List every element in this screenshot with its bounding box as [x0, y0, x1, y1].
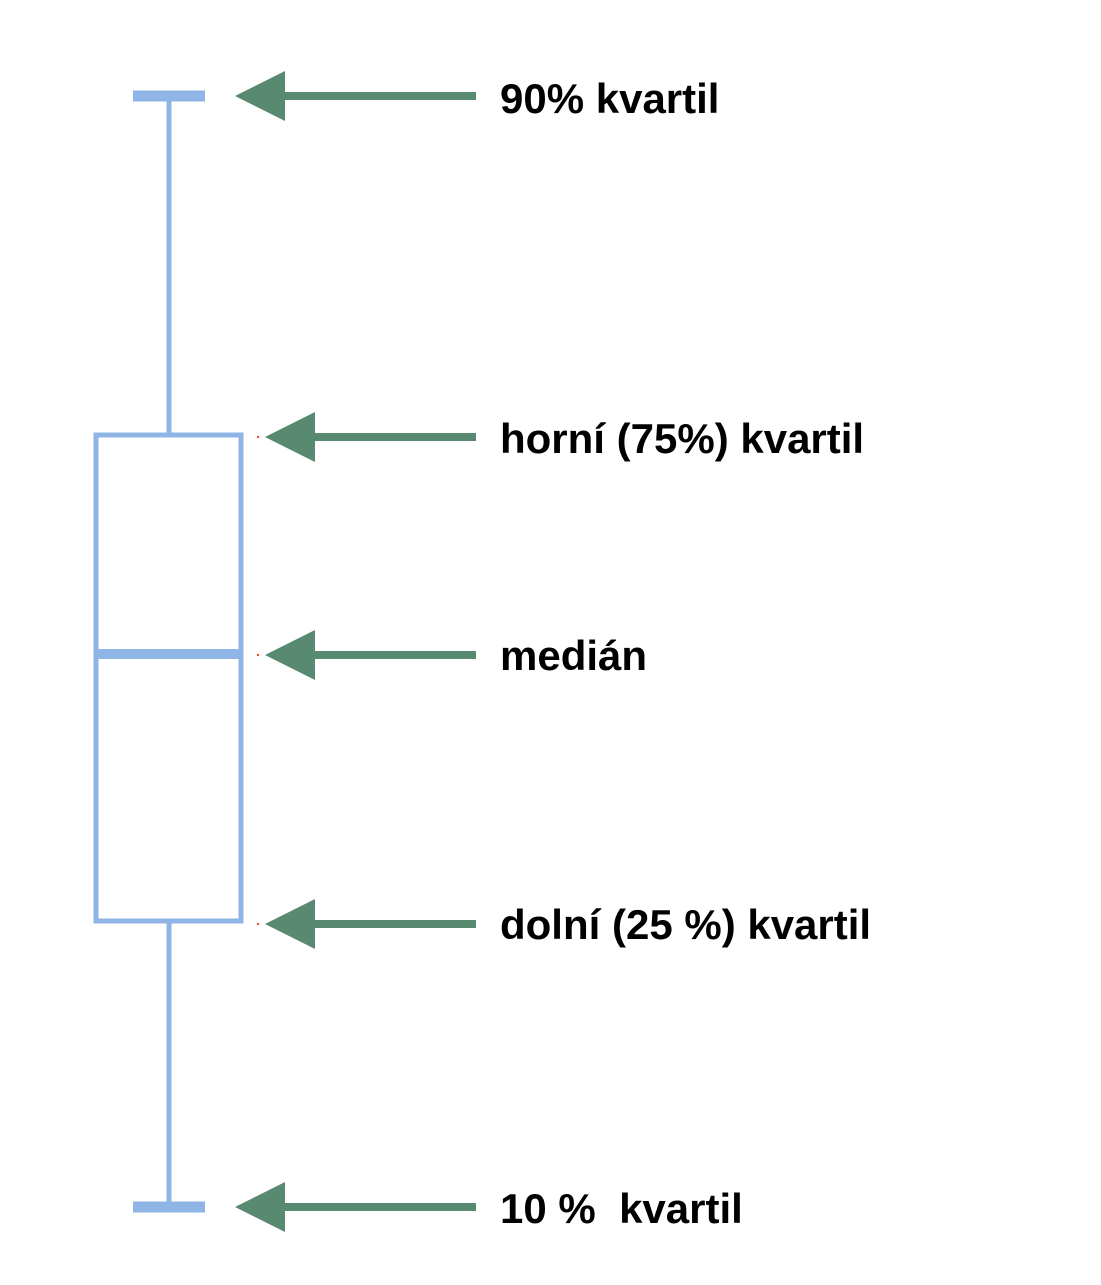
- label-90-percent: 90% kvartil: [500, 75, 720, 122]
- label-median: medián: [500, 632, 648, 679]
- label-10-percent: 10 % kvartil: [500, 1185, 743, 1232]
- label-upper-quartile: horní (75%) kvartil: [500, 415, 865, 462]
- interquartile-box: [93, 432, 244, 924]
- arrow-p90: [235, 71, 476, 121]
- median-marker: [256, 653, 260, 657]
- q3-marker: [256, 435, 260, 439]
- arrow-median: [265, 630, 476, 680]
- arrow-q3: [265, 412, 476, 462]
- arrow-q1: [265, 899, 476, 949]
- q1-marker: [256, 922, 260, 926]
- arrow-p10: [235, 1182, 476, 1232]
- label-lower-quartile: dolní (25 %) kvartil: [500, 901, 872, 948]
